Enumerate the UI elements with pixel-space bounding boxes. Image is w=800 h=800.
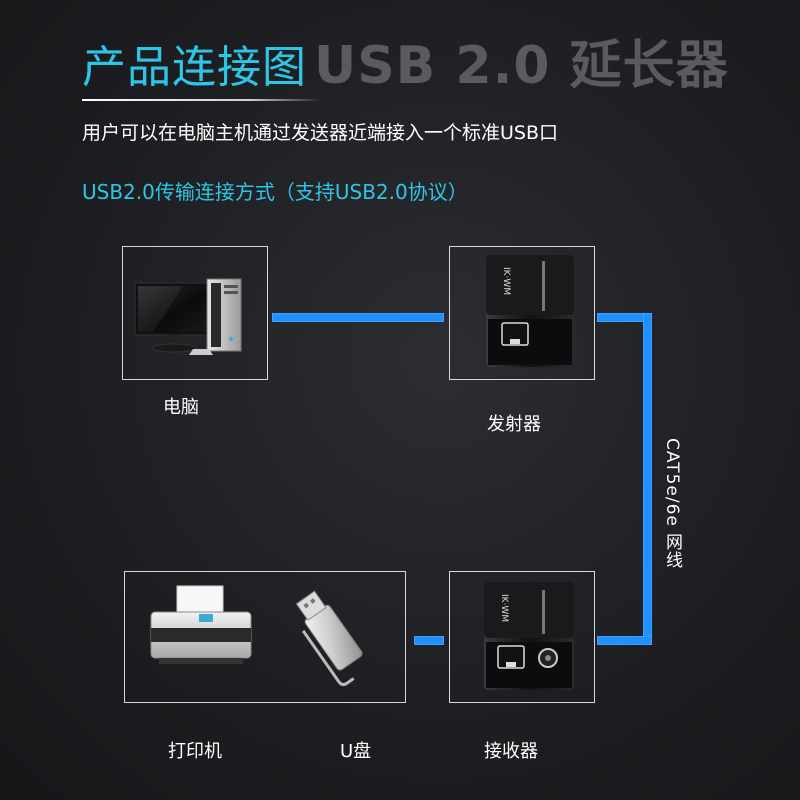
- transmitter-icon: IK·WM: [486, 255, 574, 367]
- cable-receiver-devices: [414, 636, 444, 645]
- computer-box: [122, 246, 268, 380]
- cable-transmitter-stub: [597, 313, 647, 322]
- svg-text:IK·WM: IK·WM: [501, 267, 511, 295]
- page-title-cn: 产品连接图: [82, 42, 307, 93]
- cable-label: CAT5e/6e 网线: [662, 438, 682, 570]
- printer-icon: [150, 585, 252, 664]
- page-title-en: USB 2.0 延长器: [314, 36, 729, 96]
- usb-drive-icon: [295, 590, 363, 687]
- subtitle: 用户可以在电脑主机通过发送器近端接入一个标准USB口: [82, 122, 559, 144]
- svg-text:IK·WM: IK·WM: [499, 594, 509, 622]
- printer-label: 打印机: [168, 741, 222, 762]
- cable-vertical-network: [643, 313, 652, 645]
- receiver-label: 接收器: [484, 741, 538, 762]
- devices-box: [124, 571, 406, 703]
- title-underline: [82, 99, 322, 101]
- cable-computer-transmitter: [272, 313, 444, 322]
- transmitter-box: IK·WM: [449, 246, 595, 380]
- computer-icon: [134, 278, 242, 355]
- computer-label: 电脑: [163, 397, 199, 418]
- transmitter-label: 发射器: [487, 414, 541, 435]
- usb-drive-label: U盘: [340, 741, 372, 762]
- connection-mode: USB2.0传输连接方式（支持USB2.0协议）: [82, 180, 468, 204]
- cable-receiver-stub: [597, 636, 652, 645]
- receiver-box: IK·WM: [449, 571, 595, 703]
- receiver-icon: IK·WM: [484, 582, 574, 690]
